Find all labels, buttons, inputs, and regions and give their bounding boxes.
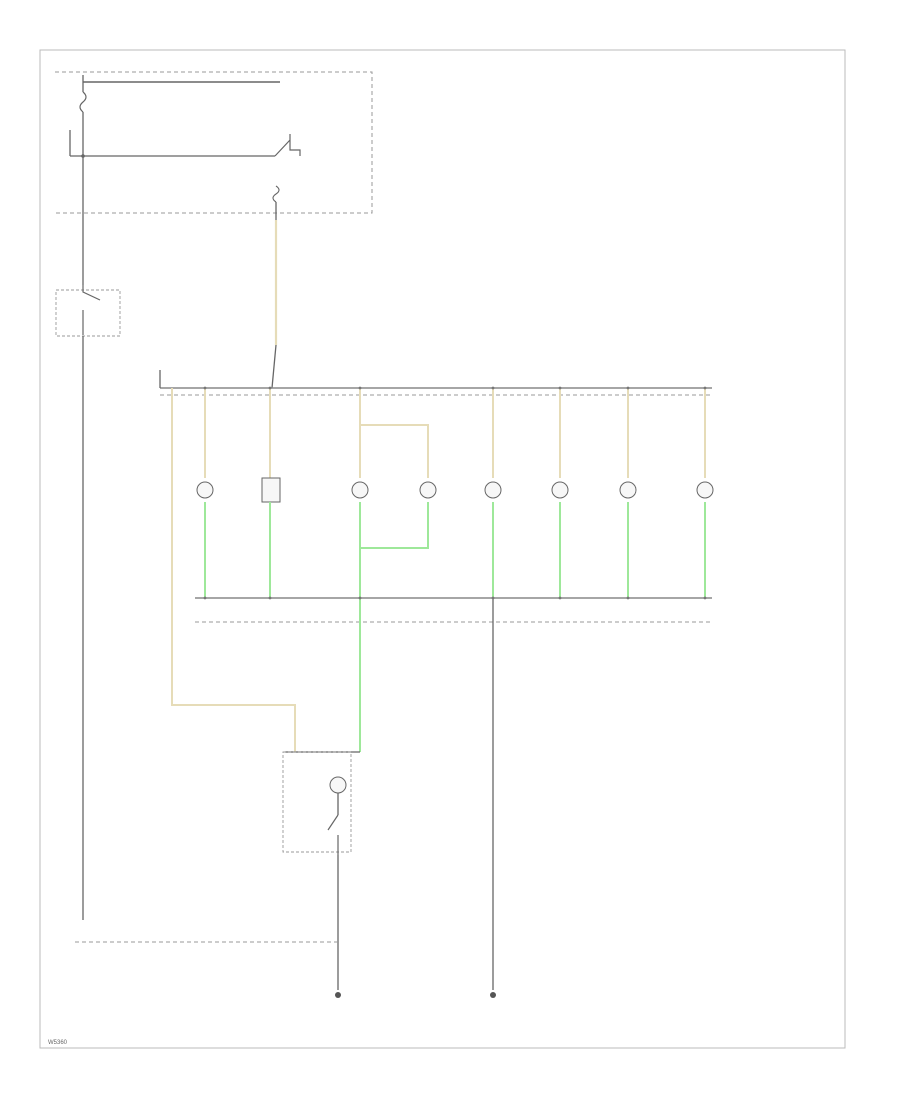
lamp-icon xyxy=(261,477,281,503)
switch-icon xyxy=(82,285,101,335)
lamp-icon xyxy=(696,481,714,499)
lamp-branch-7 xyxy=(551,388,569,598)
lamp-branch-2 xyxy=(196,388,214,598)
fuse-icon xyxy=(79,91,87,113)
fuse-box-outline xyxy=(55,71,373,214)
lamp-icon xyxy=(619,481,637,499)
fuse-icon xyxy=(272,185,280,203)
tan-feed-tail xyxy=(271,344,277,389)
switch-icon xyxy=(327,814,339,855)
light-switch-group xyxy=(55,285,121,337)
lamp-branch-3 xyxy=(261,388,281,598)
lamp-icon xyxy=(419,481,437,499)
lower-device-outline xyxy=(282,751,352,853)
tan-lower-route xyxy=(171,700,296,752)
lamp-branch-6 xyxy=(484,388,502,598)
lamp-branch-4-5 xyxy=(351,388,437,598)
lamp-icon xyxy=(351,481,369,499)
lamp-icon xyxy=(484,481,502,499)
lamp-branch-9 xyxy=(696,388,714,598)
fuse-box-group xyxy=(55,71,373,220)
diagram-reference: W5360 xyxy=(48,1040,68,1046)
diagram-frame xyxy=(39,49,846,1049)
lower-device-group xyxy=(282,751,360,855)
ground-icon xyxy=(335,992,341,998)
lamp-icon xyxy=(196,481,214,499)
switch-icon xyxy=(274,134,301,157)
pin-markers xyxy=(203,386,707,600)
light-switch-outline xyxy=(55,289,121,337)
lamp-branch-8 xyxy=(619,388,637,598)
ground-icon xyxy=(490,992,496,998)
lamp-icon xyxy=(551,481,569,499)
lamp-icon xyxy=(329,776,347,794)
